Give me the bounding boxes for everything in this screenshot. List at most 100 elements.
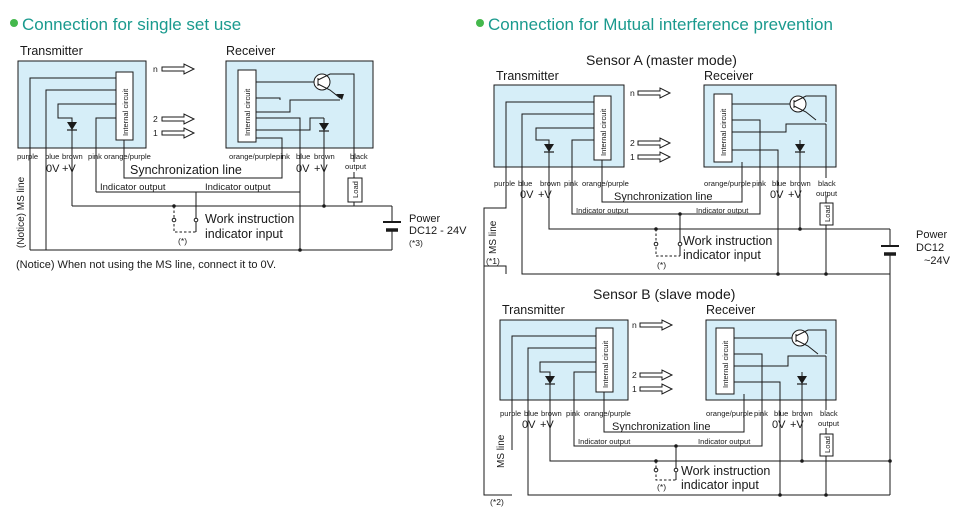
transmitter-label: Transmitter [20, 44, 83, 58]
mutual-section: Connection for Mutual interference preve… [476, 15, 951, 507]
indicator-output-label: Indicator output [698, 437, 751, 446]
wire-pink-label: pink [88, 152, 102, 161]
arrow-2-icon [637, 137, 671, 149]
wire-orange-purple-label: orange/purple [584, 409, 631, 418]
wire-orange-purple-label: orange/purple [229, 152, 276, 161]
wire-purple-label: purple [500, 409, 521, 418]
indicator-output-label: Indicator output [205, 182, 271, 193]
wire-pink-label: pink [276, 152, 290, 161]
wire-brown-label: brown [62, 152, 83, 161]
power-voltage-range: ~24V [924, 255, 951, 267]
ms-line-label: (Notice) MS line [16, 176, 27, 248]
arrow-1-icon [161, 127, 195, 139]
ms-line-label: MS line [496, 434, 507, 468]
single-title: Connection for single set use [22, 15, 241, 34]
work-instruction-label: Work instruction [205, 212, 294, 226]
notice-text: (Notice) When not using the MS line, con… [16, 259, 276, 271]
bullet-icon [10, 19, 18, 27]
sensor-a-title: Sensor A (master mode) [586, 52, 737, 68]
arrow-2-icon [161, 113, 195, 125]
wire-purple-label: purple [17, 152, 38, 161]
internal-circuit-block [713, 93, 733, 163]
internal-circuit-block [237, 69, 257, 143]
power-label: Power [409, 213, 441, 225]
internal-circuit-label: Internal circuit [121, 88, 130, 136]
vplus-label: +V [62, 163, 76, 175]
wire-orange-purple-label: orange/purple [104, 152, 151, 161]
internal-circuit-label: Internal circuit [719, 108, 728, 156]
transistor-icon [313, 73, 331, 91]
wire-blue-label: blue [45, 152, 59, 161]
wire-blue-label: blue [296, 152, 310, 161]
receiver-label: Receiver [704, 69, 753, 83]
two-label: 2 [153, 114, 158, 124]
power-voltage-label: DC12 [916, 242, 944, 254]
transistor-icon [791, 329, 809, 347]
power-voltage-label: DC12 - 24V [409, 225, 467, 237]
sensor-b-title: Sensor B (slave mode) [593, 286, 735, 302]
v0-label: 0V [296, 163, 310, 175]
indicator-output-label: Indicator output [578, 437, 631, 446]
wire-output-label: output [818, 419, 840, 428]
switch-note: (*) [657, 260, 666, 270]
vplus-label: +V [314, 163, 328, 175]
vplus-label: +V [540, 419, 554, 431]
switch-note: (*) [657, 482, 666, 492]
arrow-n-icon [161, 63, 195, 75]
wire-output-label: output [816, 189, 838, 198]
n-label: n [632, 320, 637, 330]
transmitter-label: Transmitter [496, 69, 559, 83]
one-label: 1 [632, 384, 637, 394]
load-label: Load [351, 181, 360, 198]
wire-pink-label: pink [564, 179, 578, 188]
wire-blue-label: blue [524, 409, 538, 418]
two-label: 2 [630, 138, 635, 148]
internal-circuit-label: Internal circuit [601, 340, 610, 388]
indicator-output-label: Indicator output [576, 206, 629, 215]
wire-blue-label: blue [774, 409, 788, 418]
load-label: Load [823, 436, 832, 453]
switch-note: (*) [178, 236, 187, 246]
work-instruction-label-2: indicator input [683, 248, 761, 262]
sync-line-label: Synchronization line [612, 421, 710, 433]
vplus-label: +V [788, 189, 802, 201]
arrow-1-icon [639, 383, 673, 395]
wire-pink-label: pink [566, 409, 580, 418]
wire-black-label: black [350, 152, 368, 161]
arrow-n-icon [637, 87, 671, 99]
wire-black-label: black [820, 409, 838, 418]
work-instruction-label-2: indicator input [681, 478, 759, 492]
indicator-output-label: Indicator output [696, 206, 749, 215]
indicator-output-label: Indicator output [100, 182, 166, 193]
ms-line-label: MS line [488, 220, 499, 254]
one-label: 1 [153, 128, 158, 138]
work-instruction-label: Work instruction [681, 464, 770, 478]
single-set-section: Connection for single set use Transmitte… [10, 15, 467, 271]
internal-circuit-label: Internal circuit [243, 88, 252, 136]
wire-orange-purple-label: orange/purple [706, 409, 753, 418]
arrow-n-icon [639, 319, 673, 331]
work-instruction-label-2: indicator input [205, 227, 283, 241]
vplus-label: +V [790, 419, 804, 431]
internal-circuit-label: Internal circuit [721, 340, 730, 388]
two-label: 2 [632, 370, 637, 380]
wire-output-label: output [345, 162, 367, 171]
wire-blue-label: blue [772, 179, 786, 188]
n-label: n [153, 64, 158, 74]
load-label: Load [823, 205, 832, 222]
wire-brown-label: brown [314, 152, 335, 161]
ms-note-2: (*2) [490, 497, 504, 507]
v0-label: 0V [772, 419, 786, 431]
v0-label: 0V [522, 419, 536, 431]
wire-black-label: black [818, 179, 836, 188]
transistor-icon [789, 95, 807, 113]
power-label: Power [916, 229, 948, 241]
bullet-icon [476, 19, 484, 27]
power-note-label: (*3) [409, 238, 423, 248]
transmitter-label: Transmitter [502, 303, 565, 317]
sync-line-label: Synchronization line [614, 191, 712, 203]
sync-line-label: Synchronization line [130, 163, 242, 177]
wire-orange-purple-label: orange/purple [704, 179, 751, 188]
wire-orange-purple-label: orange/purple [582, 179, 629, 188]
